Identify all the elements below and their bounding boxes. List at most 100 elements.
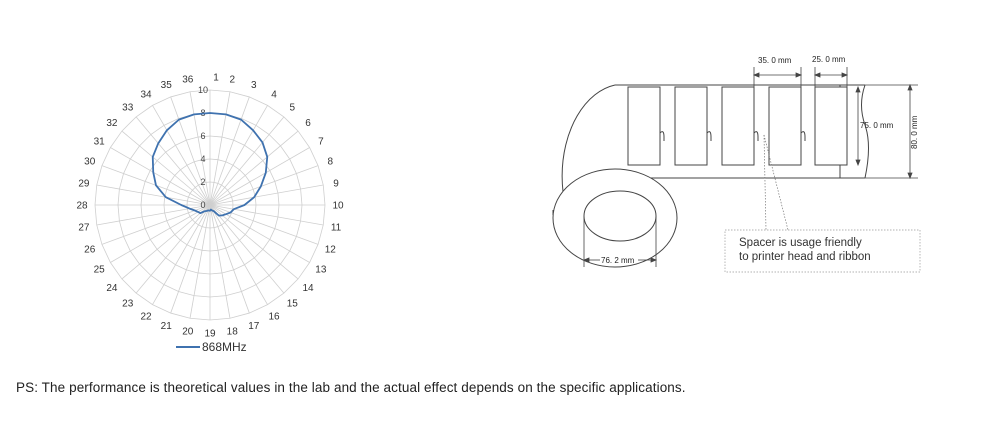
angle-label-25: 25 bbox=[94, 265, 106, 276]
callout-line-1: Spacer is usage friendly bbox=[739, 237, 862, 249]
angle-label-21: 21 bbox=[161, 321, 173, 332]
angle-label-2: 2 bbox=[229, 74, 235, 85]
spoke-26 bbox=[101, 204, 211, 245]
callout-leaders bbox=[763, 134, 789, 231]
spoke-36 bbox=[189, 91, 211, 206]
label-1 bbox=[627, 86, 661, 166]
callout-line-2: to printer head and ribbon bbox=[739, 251, 871, 263]
angle-label-27: 27 bbox=[78, 223, 90, 234]
radial-tick-label: 10 bbox=[198, 85, 208, 95]
dim-core bbox=[582, 216, 658, 267]
spoke-31 bbox=[110, 147, 211, 206]
label-3 bbox=[721, 86, 755, 166]
spoke-11 bbox=[209, 204, 324, 226]
spacer-notches bbox=[659, 131, 806, 141]
angle-label-17: 17 bbox=[248, 321, 260, 332]
roll-core bbox=[583, 190, 657, 242]
radial-tick-label: 4 bbox=[200, 154, 205, 164]
angle-label-33: 33 bbox=[122, 102, 134, 113]
legend-line-swatch bbox=[176, 346, 200, 348]
angle-label-29: 29 bbox=[78, 178, 90, 189]
angle-label-4: 4 bbox=[271, 90, 277, 101]
spoke-7 bbox=[209, 147, 310, 206]
spoke-20 bbox=[189, 204, 211, 319]
angle-label-10: 10 bbox=[332, 201, 344, 212]
angle-label-31: 31 bbox=[94, 137, 106, 148]
legend-label: 868MHz bbox=[202, 340, 247, 354]
angle-label-32: 32 bbox=[106, 118, 118, 129]
angle-label-16: 16 bbox=[268, 311, 280, 322]
radial-tick-label: 0 bbox=[200, 200, 205, 210]
chart-legend: 868MHz bbox=[176, 340, 247, 354]
spoke-2 bbox=[209, 91, 231, 206]
angle-label-19: 19 bbox=[204, 329, 216, 340]
angle-label-3: 3 bbox=[251, 80, 257, 91]
angle-label-9: 9 bbox=[333, 178, 339, 189]
angle-label-14: 14 bbox=[302, 283, 314, 294]
angle-label-28: 28 bbox=[76, 201, 88, 212]
angle-label-36: 36 bbox=[182, 74, 194, 85]
spoke-6 bbox=[209, 130, 299, 206]
spoke-29 bbox=[96, 184, 211, 206]
dim-total-height-label: 80. 0 mm bbox=[910, 115, 919, 149]
angle-label-22: 22 bbox=[140, 311, 152, 322]
spoke-22 bbox=[152, 204, 211, 305]
spoke-14 bbox=[209, 204, 299, 280]
dim-gap bbox=[752, 67, 803, 87]
spoke-18 bbox=[209, 204, 231, 319]
dim-width bbox=[813, 67, 849, 87]
spoke-23 bbox=[135, 204, 211, 294]
angle-label-30: 30 bbox=[84, 157, 96, 168]
angle-label-6: 6 bbox=[305, 118, 311, 129]
spoke-32 bbox=[121, 130, 211, 206]
dim-core-label: 76. 2 mm bbox=[601, 256, 635, 265]
label-5 bbox=[814, 86, 848, 166]
angle-label-34: 34 bbox=[140, 90, 152, 101]
series-line-0 bbox=[151, 112, 269, 217]
angle-label-35: 35 bbox=[161, 80, 173, 91]
angle-label-20: 20 bbox=[182, 327, 194, 338]
spoke-9 bbox=[209, 184, 324, 206]
spoke-4 bbox=[209, 105, 268, 206]
label-roll-diagram: 35. 0 mm 25. 0 mm 75. 0 mm 80. 0 mm 76. … bbox=[552, 55, 921, 273]
angle-label-18: 18 bbox=[227, 327, 239, 338]
angle-label-1: 1 bbox=[213, 73, 219, 84]
callout-box bbox=[724, 229, 921, 273]
spoke-21 bbox=[170, 204, 211, 314]
spoke-5 bbox=[209, 116, 285, 206]
dim-label-height bbox=[855, 85, 861, 167]
ps-note: PS: The performance is theoretical value… bbox=[16, 380, 686, 395]
angle-label-23: 23 bbox=[122, 299, 134, 310]
angle-label-15: 15 bbox=[287, 299, 299, 310]
angle-label-7: 7 bbox=[318, 137, 324, 148]
angle-label-24: 24 bbox=[106, 283, 118, 294]
label-4 bbox=[768, 86, 802, 166]
angle-label-5: 5 bbox=[289, 102, 295, 113]
dim-total-height bbox=[865, 83, 918, 180]
radial-tick-label: 6 bbox=[200, 131, 205, 141]
spoke-25 bbox=[110, 204, 211, 263]
dim-label-height-label: 75. 0 mm bbox=[860, 121, 894, 130]
web-edge bbox=[861, 84, 869, 179]
angle-label-12: 12 bbox=[325, 244, 337, 255]
spoke-8 bbox=[209, 165, 319, 206]
angle-label-8: 8 bbox=[327, 157, 333, 168]
spoke-16 bbox=[209, 204, 268, 305]
spoke-35 bbox=[170, 96, 211, 206]
dim-gap-label: 35. 0 mm bbox=[758, 56, 792, 65]
spoke-33 bbox=[135, 116, 211, 206]
label-row bbox=[627, 86, 848, 166]
spoke-3 bbox=[209, 96, 250, 206]
radial-tick-label: 2 bbox=[200, 177, 205, 187]
spoke-24 bbox=[121, 204, 211, 280]
spoke-15 bbox=[209, 204, 285, 294]
label-2 bbox=[674, 86, 708, 166]
spoke-12 bbox=[209, 204, 319, 245]
polar-series bbox=[151, 112, 269, 217]
angle-label-26: 26 bbox=[84, 244, 96, 255]
dim-width-label: 25. 0 mm bbox=[812, 55, 846, 64]
angle-label-13: 13 bbox=[315, 265, 327, 276]
spoke-17 bbox=[209, 204, 250, 314]
